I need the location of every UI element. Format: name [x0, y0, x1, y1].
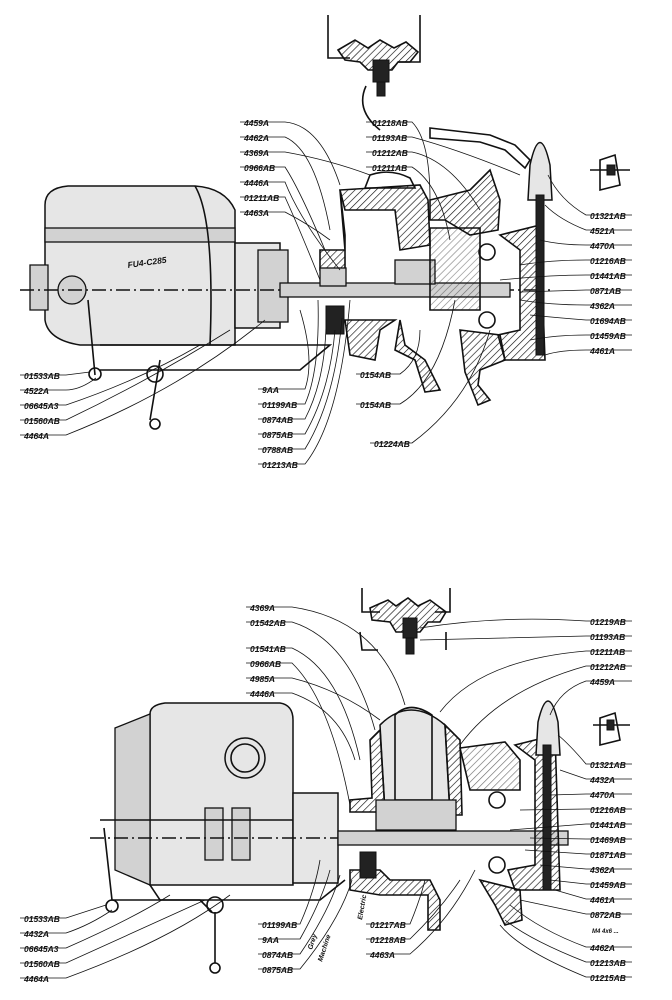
part-label: 0154AB: [360, 400, 391, 410]
top-assembly: FU4-C285: [20, 15, 632, 470]
bottom-bottom-center-labels: 01217AB 01218AB 4463A Electric: [357, 869, 476, 960]
top-right-labels: 01321AB 4521A 4470A 01216AB 01441AB 0871…: [499, 174, 632, 356]
part-label: 01224AB: [374, 439, 410, 449]
part-label: 01213AB: [262, 460, 298, 470]
part-label: 01212AB: [372, 148, 408, 158]
part-label: 01469AB: [590, 835, 626, 845]
part-label: 9AA: [262, 935, 279, 945]
part-label: 01219AB: [590, 617, 626, 627]
part-label: 4369A: [243, 148, 269, 158]
top-valve: [429, 127, 630, 356]
part-label: 4462A: [589, 943, 615, 953]
part-label: 4446A: [249, 689, 275, 699]
top-bottom-center-labels: 0154AB 0154AB 01224AB: [356, 299, 491, 449]
part-label: 4461A: [589, 346, 615, 356]
bottom-inset-detail: [359, 588, 451, 655]
part-label: 06645A3: [24, 944, 59, 954]
part-label: 01542AB: [250, 618, 286, 628]
bottom-valve: [535, 700, 630, 891]
part-label: 4463A: [243, 208, 269, 218]
rotated-note: Grey: [307, 932, 319, 950]
part-label: 0875AB: [262, 430, 293, 440]
part-label: 01216AB: [590, 805, 626, 815]
part-label: 01199AB: [262, 400, 297, 410]
top-bottom-left-labels: 01533AB 4522A 06645A3 01560AB 4464A: [20, 319, 266, 441]
part-label: 01459AB: [590, 331, 626, 341]
part-label: 01218AB: [370, 935, 406, 945]
part-label: 4362A: [589, 301, 615, 311]
part-label: 01321AB: [590, 760, 626, 770]
bottom-shaft: [337, 830, 569, 846]
part-label: 4463A: [369, 950, 395, 960]
part-label: 01216AB: [590, 256, 626, 266]
bottom-right-labels: 01219AB 01193AB 01211AB 01212AB 4459A 01…: [419, 617, 632, 983]
part-label: 01217AB: [370, 920, 406, 930]
rotated-note: Machine: [317, 934, 332, 963]
part-label: 4459A: [243, 118, 269, 128]
bottom-bottom-left-labels: 01533AB 4432A 06645A3 01560AB 4464A: [20, 894, 231, 984]
bottom-left-labels: 4369A 01542AB 01541AB 0966AB 4985A 4446A: [246, 603, 406, 806]
part-label: 06645A3: [24, 401, 59, 411]
part-label: 4446A: [243, 178, 269, 188]
part-label: 01211AB: [372, 163, 407, 173]
part-label: 01871AB: [590, 850, 626, 860]
part-label: 01560AB: [24, 416, 60, 426]
part-label: 4470A: [589, 790, 615, 800]
part-label: 01541AB: [250, 644, 286, 654]
part-label: 4362A: [589, 865, 615, 875]
part-label: 01218AB: [372, 118, 408, 128]
part-label: 01694AB: [590, 316, 626, 326]
bottom-assembly: 4369A 01542AB 01541AB 0966AB 4985A 4446A…: [20, 588, 632, 984]
rotated-note: Electric: [357, 894, 368, 920]
bottom-bottom-mid-labels: 01199AB 9AA 0874AB 0875AB Grey Machine: [258, 859, 353, 975]
part-label: 0874AB: [262, 950, 293, 960]
part-label: 01441AB: [590, 820, 626, 830]
part-label: 9AA: [262, 385, 279, 395]
part-label: 01533AB: [24, 914, 60, 924]
top-inset-detail: [327, 15, 421, 131]
part-label: 4464A: [23, 974, 49, 984]
part-label: 0874AB: [262, 415, 293, 425]
part-label: 01211AB: [244, 193, 279, 203]
part-label: 01213AB: [590, 958, 626, 968]
part-label: 0966AB: [244, 163, 275, 173]
part-label: 4432A: [589, 775, 615, 785]
part-label: 01215AB: [590, 973, 626, 983]
part-label: 01459AB: [590, 880, 626, 890]
part-label: 4369A: [249, 603, 275, 613]
top-pump-housing: [319, 168, 546, 407]
top-motor: FU4-C285: [29, 185, 333, 430]
part-label: 01199AB: [262, 920, 297, 930]
part-label: 0966AB: [250, 659, 281, 669]
part-label: 01533AB: [24, 371, 60, 381]
part-label: 0875AB: [262, 965, 293, 975]
part-label: 0154AB: [360, 370, 391, 380]
bottom-pump-housing: [349, 706, 561, 931]
top-center-labels: 01218AB 01193AB 01212AB 01211AB: [366, 118, 521, 241]
part-label: 0871AB: [590, 286, 621, 296]
part-label: 4462A: [243, 133, 269, 143]
tiny-note: M4 4x6 ...: [592, 929, 619, 935]
part-label: 4521A: [589, 226, 615, 236]
part-label: 4461A: [589, 895, 615, 905]
part-label: 4459A: [589, 677, 615, 687]
part-label: 01560AB: [24, 959, 60, 969]
top-left-labels: 4459A 4462A 4369A 0966AB 4446A 01211AB 4…: [240, 118, 371, 281]
part-label: 0872AB: [590, 910, 621, 920]
part-label: 01211AB: [590, 647, 625, 657]
part-label: 4432A: [23, 929, 49, 939]
part-label: 4985A: [249, 674, 275, 684]
part-label: 0788AB: [262, 445, 293, 455]
part-label: 01193AB: [372, 133, 407, 143]
part-label: 01321AB: [590, 211, 626, 221]
part-label: 01212AB: [590, 662, 626, 672]
part-label: 4464A: [23, 431, 49, 441]
part-label: 4522A: [23, 386, 49, 396]
part-label: 01193AB: [590, 632, 625, 642]
top-bottom-mid-labels: 9AA 01199AB 0874AB 0875AB 0788AB 01213AB: [258, 299, 351, 470]
part-label: 01441AB: [590, 271, 626, 281]
part-label: 4470A: [589, 241, 615, 251]
